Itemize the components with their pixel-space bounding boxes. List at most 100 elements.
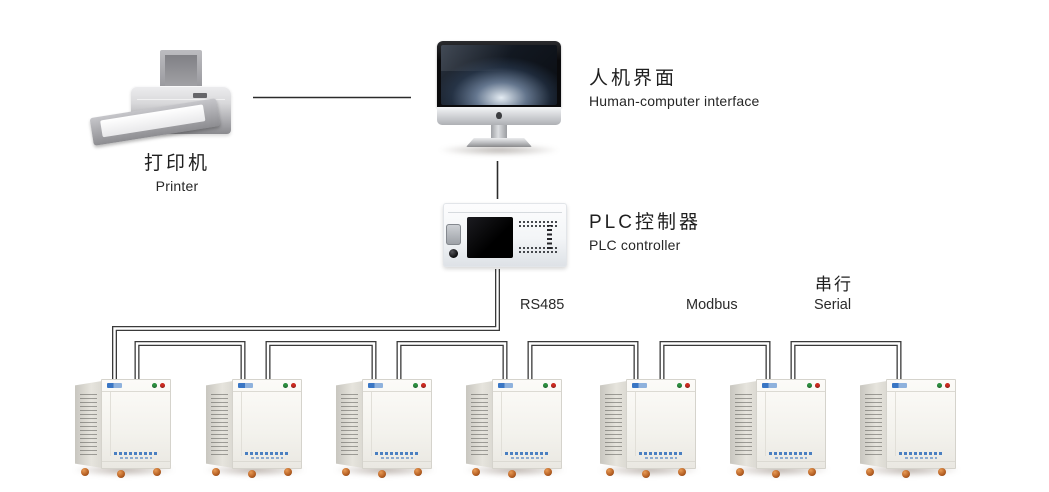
cabinet-base-seam: [102, 461, 170, 462]
power-cabinet: [333, 378, 437, 478]
power-cabinet: [727, 378, 831, 478]
cabinet-brand-logo: [762, 383, 777, 388]
plc-display-panel: [467, 217, 513, 258]
cabinet-base-seam: [233, 461, 301, 462]
cabinet-model-text: [639, 452, 683, 455]
daisy-chain-bracket-2: [265, 341, 377, 380]
cabinet-side-panel: [336, 381, 363, 468]
cabinet-brand-logo: [107, 383, 122, 388]
modbus-label: Modbus: [686, 297, 738, 313]
cabinet-door-seam: [765, 392, 766, 456]
printer-label-en: Printer: [155, 177, 199, 194]
cabinet-front-panel: [101, 379, 171, 469]
plc-terminal-row: [519, 247, 557, 249]
daisy-chain-bracket-6: [790, 341, 902, 380]
cabinet-side-panel: [75, 381, 102, 468]
cabinet-vent-grille: [605, 391, 622, 455]
cabinet-red-button: [685, 383, 690, 388]
cabinet-red-button: [421, 383, 426, 388]
cabinet-model-text: [899, 452, 943, 455]
monitor-screen-glint: [441, 45, 557, 71]
plc-bus-line: [112, 269, 500, 380]
cabinet-brand-logo: [892, 383, 907, 388]
power-cabinet: [203, 378, 307, 478]
printer-label-zh: 打印机: [143, 153, 210, 174]
caster-wheel: [606, 468, 614, 476]
caster-wheel: [212, 468, 220, 476]
caster-wheel: [938, 468, 946, 476]
printer-paper-tray: [160, 50, 202, 92]
cabinet-model-text: [114, 452, 158, 455]
cabinet-top-strip: [102, 380, 170, 392]
plc-label-en: PLC controller: [589, 236, 681, 253]
serial-label-zh: 串行: [815, 275, 853, 294]
cabinet-side-panel: [860, 381, 887, 468]
plc-label-zh: PLC控制器: [589, 212, 701, 233]
serial-label-en: Serial: [814, 297, 852, 313]
daisy-chain-bracket-1: [134, 341, 246, 380]
cabinet-door-seam: [110, 392, 111, 456]
caster-wheel: [81, 468, 89, 476]
cabinet-vent-grille: [341, 391, 358, 455]
cabinet-vent-grille: [735, 391, 752, 455]
cabinet-door-seam: [371, 392, 372, 456]
cabinet-base-seam: [493, 461, 561, 462]
cabinet-green-button: [152, 383, 157, 388]
cabinet-brand-logo: [498, 383, 513, 388]
plc-serial-port: [446, 224, 461, 245]
cabinet-top-strip: [363, 380, 431, 392]
cabinet-green-button: [937, 383, 942, 388]
printer-caption: 打印机 Printer: [117, 153, 237, 195]
cabinet-brand-logo: [632, 383, 647, 388]
cabinet-model-subtext: [120, 457, 152, 459]
hmi-monitor-illustration: [437, 41, 561, 157]
daisy-chain-bracket-3: [396, 341, 508, 380]
cabinet-model-text: [245, 452, 289, 455]
rs485-label: RS485: [520, 297, 565, 313]
cabinet-model-subtext: [645, 457, 677, 459]
monitor-stand-base: [466, 138, 532, 147]
cabinet-green-button: [283, 383, 288, 388]
caster-wheel: [117, 470, 125, 478]
caster-wheel: [378, 470, 386, 478]
caster-wheel: [342, 468, 350, 476]
cabinet-green-button: [543, 383, 548, 388]
caster-wheel: [678, 468, 686, 476]
cabinet-row: [0, 378, 1049, 488]
printer-control-slot: [193, 93, 207, 98]
plc-illustration: [443, 203, 567, 267]
cabinet-model-subtext: [511, 457, 543, 459]
monitor-shadow: [437, 144, 561, 156]
cabinet-brand-logo: [238, 383, 253, 388]
cabinet-model-subtext: [775, 457, 807, 459]
cabinet-base-seam: [887, 461, 955, 462]
caster-wheel: [284, 468, 292, 476]
cabinet-side-panel: [730, 381, 757, 468]
caster-wheel: [808, 468, 816, 476]
monitor-screen: [441, 45, 557, 105]
cabinet-door-seam: [895, 392, 896, 456]
plc-knob: [449, 249, 458, 258]
power-cabinet: [857, 378, 961, 478]
power-cabinet: [463, 378, 567, 478]
cabinet-red-button: [160, 383, 165, 388]
monitor-chin: [437, 107, 561, 125]
plc-terminal-row: [519, 221, 557, 223]
power-cabinet: [597, 378, 701, 478]
cabinet-model-subtext: [381, 457, 413, 459]
cabinet-red-button: [815, 383, 820, 388]
cabinet-door-seam: [241, 392, 242, 456]
cabinet-model-subtext: [905, 457, 937, 459]
cabinet-top-strip: [627, 380, 695, 392]
cabinet-front-panel: [886, 379, 956, 469]
power-cabinet: [72, 378, 176, 478]
cabinet-vent-grille: [211, 391, 228, 455]
plc-top-seam: [448, 212, 562, 213]
cabinet-red-button: [291, 383, 296, 388]
cabinet-vent-grille: [865, 391, 882, 455]
cabinet-top-strip: [887, 380, 955, 392]
cabinet-vent-grille: [471, 391, 488, 455]
printer-illustration: [89, 46, 243, 152]
